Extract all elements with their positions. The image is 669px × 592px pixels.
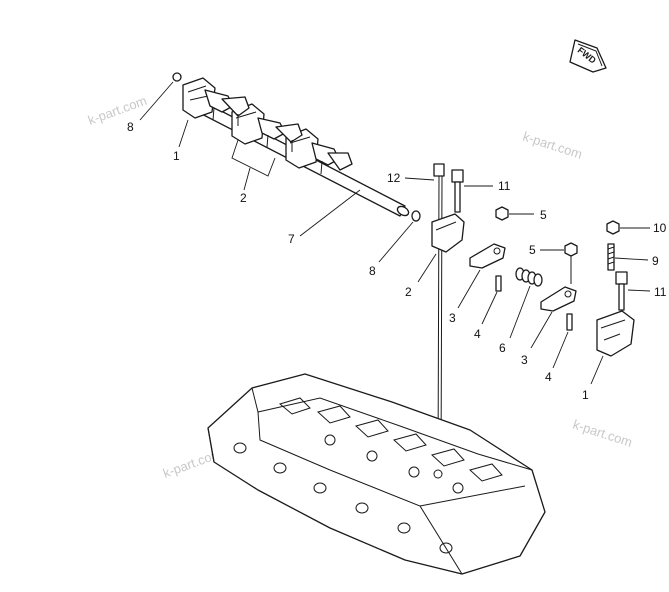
leader-1-upper [178,119,189,148]
watermark: k-part.com [521,129,584,162]
fwd-arrow-icon: FWD [569,39,607,73]
callout-2-center: 2 [405,285,412,299]
nut-5-lower [564,242,578,257]
leader-1-right [590,355,604,385]
callout-10: 10 [653,221,667,235]
support-1-right [596,310,635,357]
leader-7 [299,189,361,237]
leader-3-right [530,311,553,349]
callout-8-lower: 8 [369,264,376,278]
rocker-shaft-assembly [182,77,410,217]
leader-2-upper [231,139,276,191]
bolt-11-right [615,271,628,311]
plug-8-lower [411,210,421,222]
callout-4-left: 4 [474,327,481,341]
watermark: k-part.com [86,93,149,128]
callout-5-lower: 5 [529,243,536,257]
leader-3-left [457,269,481,309]
rocker-arm-3-left [469,243,506,269]
leader-2-center [417,253,437,283]
rocker-arm-3-right [540,286,577,312]
callout-1-right: 1 [582,388,589,402]
callout-6: 6 [499,341,506,355]
callout-3-right: 3 [521,353,528,367]
watermark: k-part.com [571,417,634,450]
callout-12: 12 [387,171,401,185]
leader-4-right [552,331,569,369]
callout-4-right: 4 [545,370,552,384]
leader-4-left [481,291,498,325]
screw-4-left [495,275,502,292]
leader-12 [404,177,435,181]
callout-1-upper: 1 [173,149,180,163]
callout-7: 7 [288,232,295,246]
stud-9 [607,243,615,271]
callout-11-right: 11 [654,285,667,299]
spring-6 [515,267,543,287]
leader-6 [509,285,531,339]
leader-8-lower [378,221,414,263]
cylinder-head [207,373,546,575]
nut-5-upper [495,206,509,221]
leader-8-upper [139,81,174,121]
callout-11-upper: 11 [498,179,511,193]
nut-10 [606,220,620,235]
leader-9 [614,257,649,261]
callout-8-upper: 8 [127,120,134,134]
callout-5-upper: 5 [540,208,547,222]
callout-3-left: 3 [449,311,456,325]
plug-8-upper [172,72,182,82]
leader-11-right [627,289,651,292]
callout-2-upper: 2 [240,191,247,205]
callout-9: 9 [652,254,659,268]
bolt-11-upper [451,169,464,213]
support-2-center [431,213,465,253]
screw-4-right [566,313,573,331]
